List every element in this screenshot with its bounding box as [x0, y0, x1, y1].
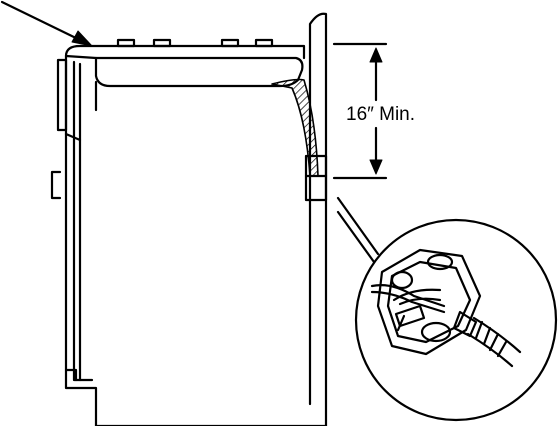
- cooktop: [64, 38, 306, 88]
- detail-leader-lines: [336, 196, 380, 264]
- range-body: [50, 54, 328, 426]
- dimension-label: 16″ Min.: [344, 104, 418, 126]
- pointer-arrow: [0, 0, 93, 47]
- rear-wall-panel: [308, 12, 328, 426]
- dimension-line: [332, 42, 388, 180]
- junction-box-small: [304, 154, 328, 202]
- conduit-cable: [271, 78, 319, 177]
- detail-circle: [354, 218, 558, 422]
